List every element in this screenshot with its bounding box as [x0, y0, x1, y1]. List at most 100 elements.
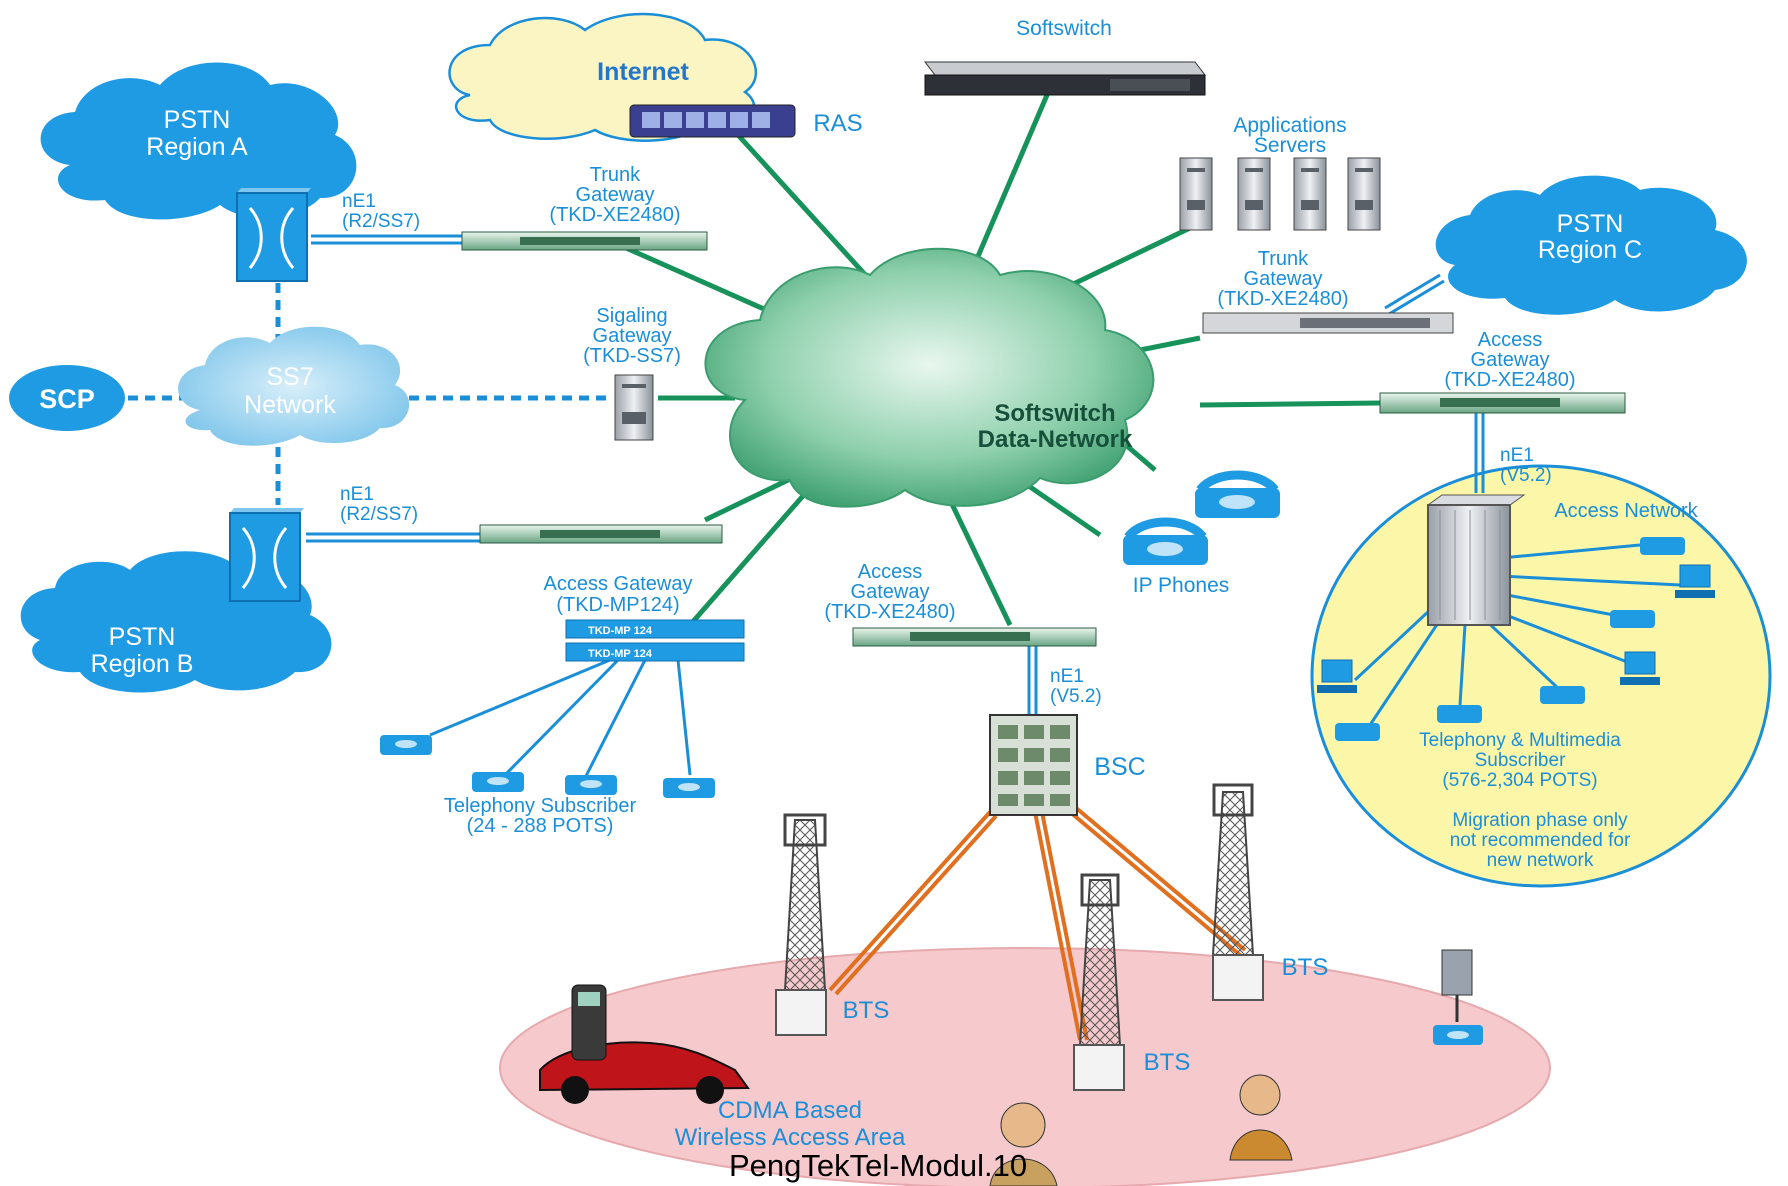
pstn-b-line1: PSTN — [109, 623, 176, 651]
migration-line2: not recommended for — [1450, 830, 1631, 851]
link-labels: nE1 (R2/SS7) nE1 (R2/SS7) nE1 (V5.2) nE1… — [340, 191, 1552, 707]
telephony-subscriber-line2: (24 - 288 POTS) — [467, 815, 614, 837]
bsc-label: BSC — [1094, 753, 1145, 781]
access-gateway-bottom-icon: Access Gateway (TKD-XE2480) — [824, 561, 1097, 647]
trunk-gw-right-line2: Gateway — [1244, 268, 1323, 290]
ras-icon: RAS — [629, 104, 863, 138]
cdma-coverage-area — [499, 947, 1551, 1186]
ip-phone-2-icon — [1123, 517, 1208, 565]
app-servers-line1: Applications — [1233, 114, 1346, 137]
access-gw-right-line3: (TKD-XE2480) — [1444, 369, 1575, 391]
bts-tower-3-icon: BTS — [1211, 783, 1329, 1001]
phone-icon — [1335, 723, 1380, 741]
sig-gw-line3: (TKD-SS7) — [583, 345, 681, 367]
ne1-bottom-line1: nE1 — [340, 484, 374, 505]
mp124-line1: Access Gateway — [544, 573, 693, 595]
ne1-bsc-line2: (V5.2) — [1050, 686, 1102, 707]
phone-icon — [663, 778, 715, 798]
app-servers-line2: Servers — [1254, 134, 1326, 157]
phone-icon — [1437, 705, 1482, 723]
bts-2-label: BTS — [1144, 1049, 1191, 1076]
access-network-area — [1310, 464, 1772, 888]
ip-phone-1-icon — [1195, 470, 1280, 518]
access-gw-right-line1: Access — [1478, 329, 1542, 351]
scp-label: SCP — [39, 384, 95, 414]
pstn-a-line1: PSTN — [164, 106, 231, 134]
mp124-unit1-label: TKD-MP 124 — [588, 625, 653, 637]
trunk-gw-right-line1: Trunk — [1258, 248, 1309, 270]
signaling-gateway-icon: Sigaling Gateway (TKD-SS7) — [583, 305, 681, 441]
computer-icon — [1620, 651, 1660, 685]
ras-label: RAS — [813, 110, 862, 137]
access-gw-bottom-line3: (TKD-XE2480) — [824, 601, 955, 623]
ss7-line2: Network — [244, 391, 336, 419]
ne1-top-line1: nE1 — [342, 191, 376, 212]
bts-tower-2-icon: BTS — [1073, 873, 1191, 1091]
car-mobile-icon — [539, 984, 750, 1104]
phone-icon — [1640, 537, 1685, 555]
computer-icon — [1317, 659, 1357, 693]
ss7-line1: SS7 — [266, 363, 313, 391]
phone-icon — [1540, 686, 1585, 704]
sig-gw-line1: Sigaling — [596, 305, 667, 327]
migration-line3: new network — [1487, 850, 1594, 871]
mp124-unit2-label: TKD-MP 124 — [588, 648, 653, 660]
ne1-right-line1: nE1 — [1500, 445, 1534, 466]
phone-icon — [1610, 610, 1655, 628]
multimedia-line3: (576-2,304 POTS) — [1442, 770, 1597, 791]
phone-icon — [380, 735, 432, 755]
access-gateway-right-icon: Access Gateway (TKD-XE2480) — [1379, 329, 1626, 414]
pstn-a-line2: Region A — [146, 133, 248, 161]
cdma-line1: CDMA Based — [718, 1097, 862, 1124]
trunk-gateway-left-icon: Trunk Gateway (TKD-XE2480) — [461, 164, 708, 251]
trunk-gw-right-line3: (TKD-XE2480) — [1217, 288, 1348, 310]
subscriber-lines-right — [1353, 543, 1681, 726]
core-line1: Softswitch — [994, 400, 1115, 427]
phone-icon — [472, 772, 524, 792]
person-talking-icon — [1229, 1074, 1293, 1161]
e1-links — [306, 234, 1485, 715]
computer-icon — [1675, 564, 1715, 598]
bts-1-label: BTS — [843, 997, 890, 1024]
sig-gw-line2: Gateway — [593, 325, 672, 347]
trunk-gw-left-line3: (TKD-XE2480) — [549, 204, 680, 226]
subscriber-phones-left — [380, 735, 715, 798]
mp124-line2: (TKD-MP124) — [556, 594, 679, 616]
ss7-network-cloud: SS7 Network — [178, 326, 410, 446]
access-gw-right-line2: Gateway — [1471, 349, 1550, 371]
subscriber-lines-left — [429, 658, 692, 779]
pstn-switch-b-icon — [229, 508, 304, 602]
ne1-bsc-line1: nE1 — [1050, 666, 1084, 687]
ne1-bottom-line2: (R2/SS7) — [340, 504, 418, 525]
cdma-line2: Wireless Access Area — [675, 1124, 906, 1151]
multimedia-line1: Telephony & Multimedia — [1419, 730, 1621, 751]
ne1-top-line2: (R2/SS7) — [342, 211, 420, 232]
ne1-right-line2: (V5.2) — [1500, 465, 1552, 486]
ip-phones-label: IP Phones — [1133, 574, 1230, 597]
pstn-c-line1: PSTN — [1557, 210, 1624, 238]
softswitch-server-icon: Softswitch — [923, 17, 1207, 96]
pstn-c-line2: Region C — [1538, 236, 1642, 264]
trunk-gateway-right-icon: Trunk Gateway (TKD-XE2480) — [1202, 248, 1454, 334]
application-servers-icon: Applications Servers — [1179, 114, 1381, 231]
bsc-icon: BSC — [989, 714, 1146, 816]
access-network-label: Access Network — [1554, 500, 1698, 522]
migration-line1: Migration phase only — [1452, 810, 1628, 831]
access-network-cabinet-icon: Access Network — [1426, 494, 1699, 626]
person-with-phone-icon — [989, 1102, 1058, 1186]
bts-tower-1-icon: BTS — [775, 813, 890, 1036]
pstn-b-line2: Region B — [91, 650, 194, 678]
bts-3-label: BTS — [1282, 954, 1329, 981]
multimedia-line2: Subscriber — [1475, 750, 1566, 771]
access-gw-bottom-line1: Access — [858, 561, 922, 583]
internet-label: Internet — [597, 58, 689, 86]
access-gateway-mp124-icon: TKD-MP 124 TKD-MP 124 Access Gateway (TK… — [544, 573, 745, 662]
trunk-gw-left-line1: Trunk — [590, 164, 641, 186]
scp-node: SCP — [9, 365, 125, 431]
multimedia-devices — [1317, 537, 1715, 741]
trunk-gw-left-line2: Gateway — [576, 184, 655, 206]
phone-icon — [565, 775, 617, 795]
softswitch-data-network-cloud: Softswitch Data-Network — [704, 247, 1155, 508]
